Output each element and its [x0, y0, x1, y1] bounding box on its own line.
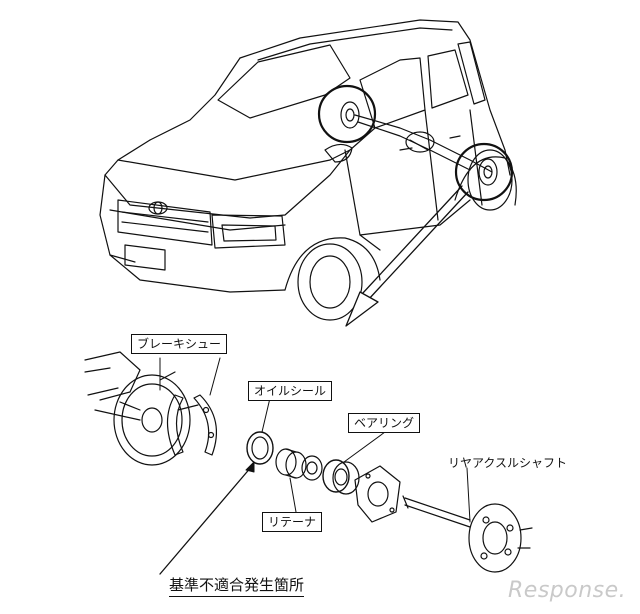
rear-axle-shaft-label: リヤアクスルシャフト — [448, 456, 568, 470]
brake-drum-assembly — [84, 351, 191, 466]
bearing-label: ベアリング — [348, 413, 421, 433]
retainer-label: リテーナ — [262, 512, 323, 532]
highlight-circle-right — [454, 142, 514, 202]
oil-seal-label: オイルシール — [248, 381, 333, 401]
brake-shoe-label: ブレーキシュー — [131, 334, 228, 354]
retainer-part — [275, 448, 307, 479]
flange-plate-part — [354, 465, 401, 523]
oil-seal-part — [246, 431, 274, 465]
bearing-part — [322, 459, 360, 495]
callout-arrow — [345, 185, 469, 327]
nonconformity-caption: 基準不適合発生箇所 — [169, 574, 305, 597]
leader-lines — [159, 357, 471, 575]
rear-axle-shaft-part — [402, 495, 533, 573]
response-watermark: Response. — [508, 578, 627, 603]
spacer-ring-part — [301, 455, 323, 481]
vehicle-illustration — [99, 19, 517, 321]
highlight-circle-left — [317, 84, 377, 144]
brake-shoe-part — [166, 394, 218, 456]
